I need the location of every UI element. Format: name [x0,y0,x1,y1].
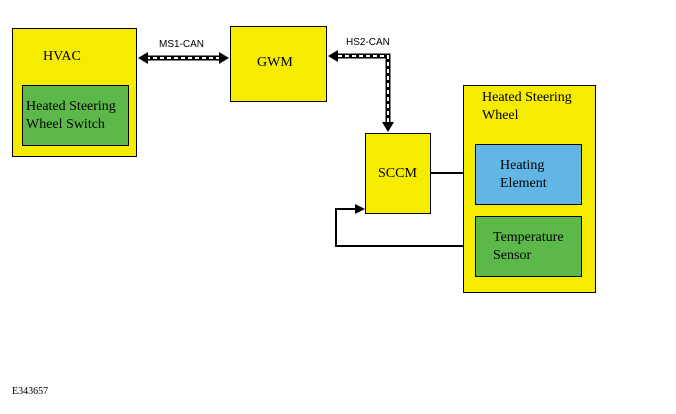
gwm-title: GWM [257,55,293,70]
temp-label-line2: Sensor [493,248,532,263]
sccm-module: SCCM [365,133,431,214]
ms1-can-label: MS1-CAN [159,39,205,50]
hs2-can-bus [328,50,394,132]
hvac-module: HVAC Heated Steering Wheel Switch [12,28,137,157]
hs2-down-arrowhead [382,122,394,132]
gwm-module: GWM [230,26,327,102]
figure-id: E343657 [12,386,49,397]
hs2-can-label: HS2-CAN [346,37,390,48]
hs2-left-arrowhead [328,50,338,62]
hvac-title: HVAC [43,49,81,64]
heated-steering-wheel: Heated Steering Wheel Heating Element Te… [463,85,596,293]
wheel-label-line2: Wheel [482,108,519,123]
heating-label-line1: Heating [500,158,545,173]
temp-feedback-line [335,204,475,247]
switch-label-line2: Wheel Switch [26,117,105,132]
ms1-left-arrowhead [138,52,148,64]
temp-label-line1: Temperature [493,230,564,245]
temperature-sensor: Temperature Sensor [475,216,582,277]
wheel-label-line1: Heated Steering [482,90,572,105]
switch-label-line1: Heated Steering [26,99,116,114]
heated-steering-wheel-switch: Heated Steering Wheel Switch [22,85,129,146]
sccm-title: SCCM [378,166,417,181]
heating-label-line2: Element [500,176,547,191]
heating-element: Heating Element [475,144,582,205]
ms1-right-arrowhead [219,52,229,64]
ms1-can-bus [138,52,229,64]
